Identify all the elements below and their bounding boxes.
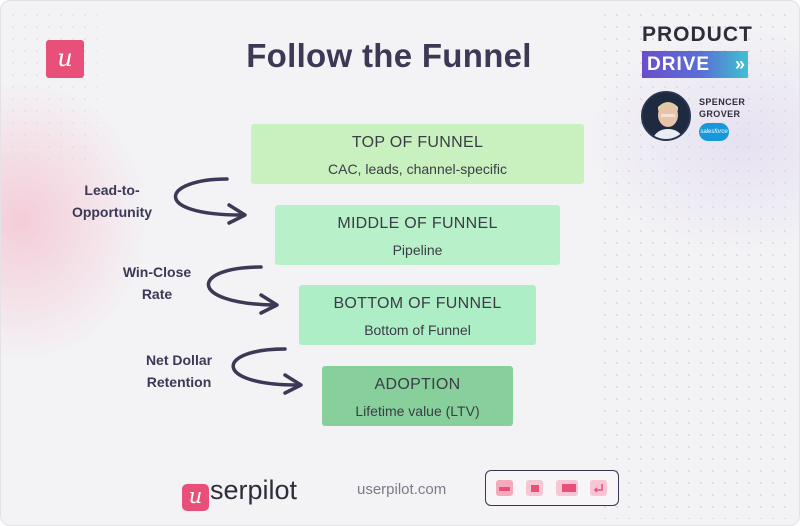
conversion-label-win-close: Win-Close Rate bbox=[107, 261, 207, 305]
website-url: userpilot.com bbox=[357, 481, 447, 498]
speaker-name: SPENCER GROVER bbox=[699, 96, 745, 120]
dot-pattern-left bbox=[7, 9, 97, 169]
stage-description: Lifetime value (LTV) bbox=[355, 403, 480, 419]
arrow-head-icon bbox=[259, 293, 279, 315]
person-icon bbox=[643, 93, 689, 139]
curved-arrow-icon bbox=[173, 177, 243, 217]
conversion-label-net-dollar-retention: Net Dollar Retention bbox=[129, 349, 229, 393]
product-drive-label: PRODUCT bbox=[642, 23, 753, 46]
conversion-label-line: Lead-to- bbox=[84, 182, 140, 198]
salesforce-logo: salesforce bbox=[699, 123, 729, 141]
stage-name: BOTTOM OF FUNNEL bbox=[333, 295, 502, 312]
conversion-label-line: Opportunity bbox=[71, 204, 153, 220]
conversion-label-line: Win-Close bbox=[122, 264, 192, 280]
stage-description: Bottom of Funnel bbox=[364, 322, 471, 338]
userpilot-u-icon: u bbox=[182, 484, 209, 511]
speaker-avatar bbox=[641, 91, 691, 141]
curved-arrow-icon bbox=[231, 347, 299, 387]
arrow-head-icon bbox=[227, 203, 247, 225]
stage-name: ADOPTION bbox=[374, 376, 461, 393]
enter-key-icon bbox=[590, 480, 607, 496]
stage-description: CAC, leads, channel-specific bbox=[328, 161, 507, 177]
brand-name: serpilot bbox=[210, 475, 298, 505]
speaker-last-name: GROVER bbox=[699, 109, 741, 119]
userpilot-logo-icon: u bbox=[46, 40, 84, 78]
drive-label: DRIVE bbox=[647, 54, 711, 75]
funnel-stage-top: TOP OF FUNNEL CAC, leads, channel-specif… bbox=[251, 124, 584, 184]
drive-banner: DRIVE » bbox=[642, 51, 748, 78]
conversion-label-lead-to-opportunity: Lead-to- Opportunity bbox=[57, 179, 167, 223]
page-title: Follow the Funnel bbox=[246, 37, 532, 74]
dot-pattern bbox=[599, 9, 789, 519]
funnel-stage-middle: MIDDLE OF FUNNEL Pipeline bbox=[275, 205, 560, 265]
curved-arrow-icon bbox=[206, 265, 275, 307]
funnel-stage-adoption: ADOPTION Lifetime value (LTV) bbox=[322, 366, 513, 426]
conversion-label-line: Retention bbox=[146, 374, 212, 390]
double-chevron-icon: » bbox=[734, 54, 745, 74]
arrow-head-icon bbox=[283, 373, 303, 395]
speaker-first-name: SPENCER bbox=[699, 97, 746, 107]
modal-pattern-icon bbox=[496, 480, 513, 496]
tooltip-pattern-icon bbox=[526, 480, 543, 496]
stage-description: Pipeline bbox=[392, 242, 443, 258]
ui-patterns-strip bbox=[485, 470, 619, 506]
stage-name: TOP OF FUNNEL bbox=[351, 134, 484, 151]
conversion-label-line: Rate bbox=[141, 286, 173, 302]
conversion-label-line: Net Dollar bbox=[145, 352, 213, 368]
stage-name: MIDDLE OF FUNNEL bbox=[337, 215, 498, 232]
funnel-stage-bottom: BOTTOM OF FUNNEL Bottom of Funnel bbox=[299, 285, 536, 345]
slideout-pattern-icon bbox=[556, 480, 578, 496]
